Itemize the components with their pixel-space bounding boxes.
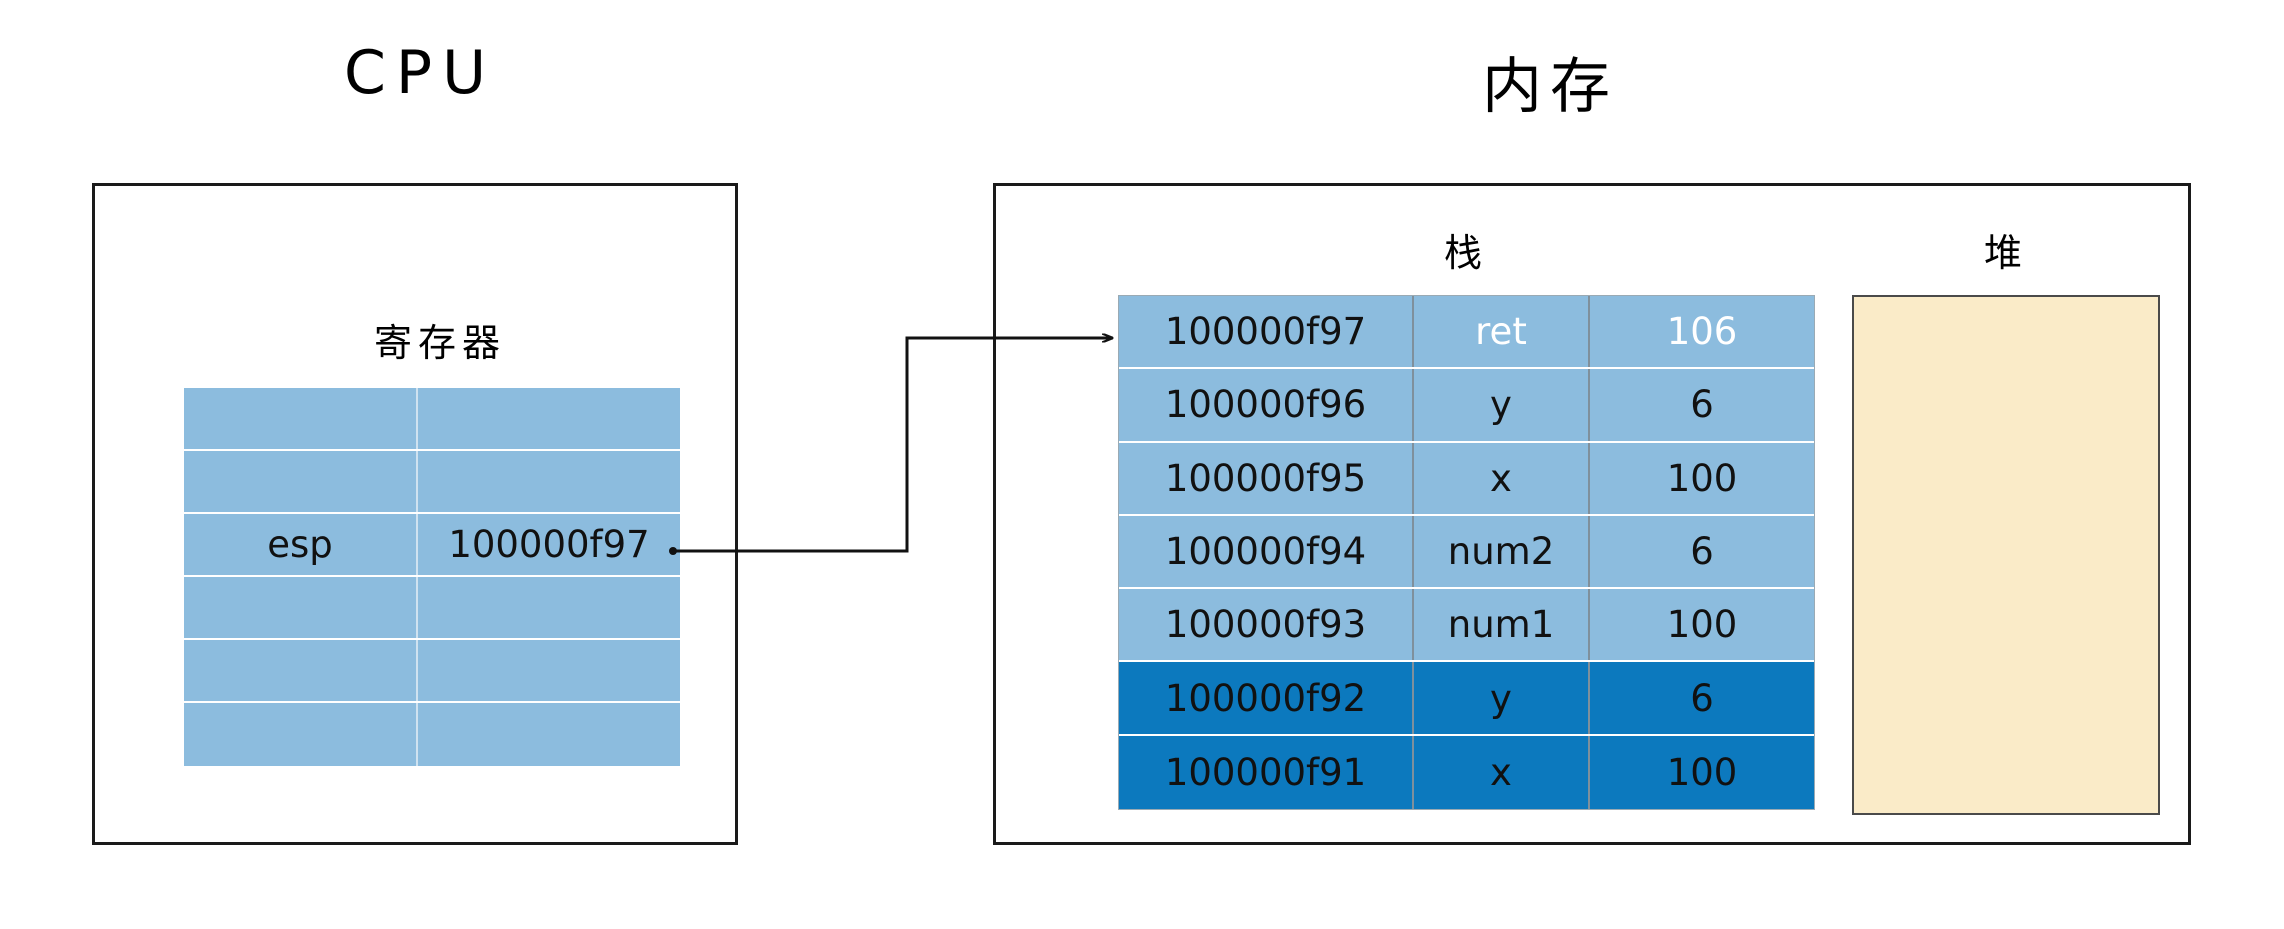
stack-value: 6 <box>1690 529 1714 573</box>
register-section-title: 寄存器 <box>373 321 506 365</box>
stack-row: 100000f93 num1 100 <box>1119 589 1814 663</box>
stack-row: 100000f96 y 6 <box>1119 369 1814 443</box>
memory-title: 内存 <box>1482 52 1618 122</box>
stack-label: x <box>1414 442 1590 514</box>
register-value <box>418 703 680 766</box>
register-name <box>184 703 418 766</box>
stack-row: 100000f91 x 100 <box>1119 735 1814 809</box>
heap-section-title: 堆 <box>1983 231 2028 275</box>
stack-address: 100000f96 <box>1119 369 1414 441</box>
register-value <box>418 640 680 701</box>
stack-address: 100000f93 <box>1119 589 1414 661</box>
register-value <box>418 451 680 512</box>
stack-label: num2 <box>1414 515 1590 588</box>
register-name <box>184 577 418 638</box>
register-row <box>184 451 680 514</box>
register-row <box>184 640 680 703</box>
stack-address: 100000f97 <box>1119 296 1414 368</box>
stack-address: 100000f92 <box>1119 662 1414 734</box>
stack-address: 100000f94 <box>1119 515 1414 588</box>
register-name-esp: esp <box>184 514 418 575</box>
stack-table: 100000f97 ret 106 100000f96 y 6 100000f9… <box>1118 295 1815 810</box>
stack-label: x <box>1414 735 1590 809</box>
register-value <box>418 577 680 638</box>
stack-value: 6 <box>1690 383 1714 427</box>
register-value <box>418 388 680 449</box>
register-row <box>184 703 680 766</box>
register-row <box>184 577 680 640</box>
stack-value: 100 <box>1666 603 1738 647</box>
register-name <box>184 388 418 449</box>
stack-value: 100 <box>1666 456 1738 500</box>
stack-label: y <box>1414 369 1590 441</box>
stack-row: 100000f94 num2 6 <box>1119 515 1814 590</box>
stack-label: ret <box>1414 296 1590 368</box>
stack-label: num1 <box>1414 589 1590 661</box>
heap-region <box>1852 295 2160 815</box>
stack-value: 6 <box>1690 676 1714 720</box>
stack-label: y <box>1414 662 1590 734</box>
register-table: esp 100000f97 <box>184 388 680 766</box>
register-row-esp: esp 100000f97 <box>184 514 680 577</box>
stack-row: 100000f97 ret 106 <box>1119 296 1814 370</box>
register-name <box>184 640 418 701</box>
register-name <box>184 451 418 512</box>
register-row <box>184 388 680 451</box>
stack-address: 100000f91 <box>1119 735 1414 809</box>
stack-row: 100000f95 x 100 <box>1119 442 1814 516</box>
stack-address: 100000f95 <box>1119 442 1414 514</box>
register-value-esp: 100000f97 <box>448 523 650 566</box>
stack-value: 100 <box>1666 750 1738 794</box>
stack-value: 106 <box>1666 310 1738 354</box>
stack-section-title: 栈 <box>1443 231 1488 275</box>
stack-row: 100000f92 y 6 <box>1119 662 1814 736</box>
cpu-title: CPU <box>344 38 496 108</box>
